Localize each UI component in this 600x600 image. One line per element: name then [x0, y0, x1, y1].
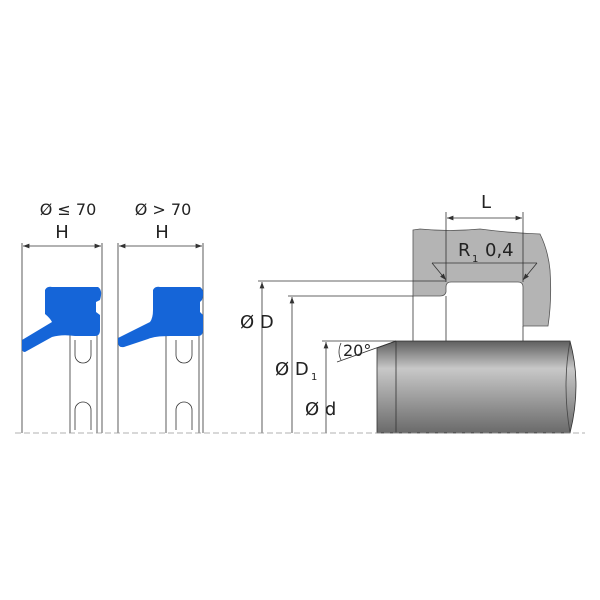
rod-diameter-label: Ø d	[305, 399, 336, 420]
radius-label: R	[458, 240, 471, 261]
housing	[412, 228, 552, 327]
radius-subscript: 1	[472, 254, 478, 265]
chamfer-angle-arc	[338, 342, 342, 361]
seal-profile-small	[21, 286, 102, 352]
installation-view: L R 1 0,4 20° Ø D Ø D 1 Ø d	[240, 192, 577, 434]
radius-arrow	[431, 262, 447, 281]
height-label: H	[55, 222, 69, 243]
spring-slot	[175, 401, 193, 430]
radius-arrow	[522, 262, 538, 281]
chamfer-angle-label: 20°	[343, 341, 371, 360]
profile-large-diameter: Ø > 70 H	[117, 200, 204, 433]
height-label: H	[155, 222, 169, 243]
d1-subscript: 1	[311, 372, 317, 383]
outer-diameter-label: Ø D	[240, 312, 274, 333]
rod-end	[565, 340, 571, 434]
rod	[376, 340, 577, 434]
profile-condition-label: Ø ≤ 70	[40, 200, 97, 219]
spring-slot	[74, 401, 92, 430]
chamfer-line	[336, 340, 397, 363]
radius-value: 0,4	[485, 240, 514, 261]
profile-condition-label: Ø > 70	[135, 200, 192, 219]
spring-slot	[175, 340, 193, 364]
d1-label: Ø D	[275, 359, 309, 380]
seal-profile-large	[118, 286, 204, 348]
spring-slot	[74, 340, 92, 364]
groove-length-label: L	[481, 192, 491, 213]
profile-small-diameter: Ø ≤ 70 H	[21, 200, 103, 433]
